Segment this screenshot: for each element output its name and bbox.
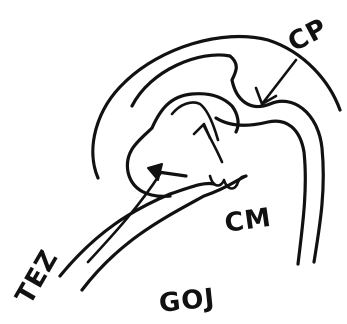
cp-arrow-shaft <box>262 60 296 104</box>
tez-label: TEZ <box>10 245 65 310</box>
right-tract <box>82 176 246 290</box>
goj-label: GOJ <box>158 283 217 319</box>
cm-arrow-head <box>194 124 210 138</box>
left-tract <box>60 183 214 276</box>
cm-label: CM <box>223 203 274 239</box>
bulb-contour <box>127 94 238 197</box>
cm-squiggle <box>210 176 246 189</box>
tez-arrow-tick <box>158 172 186 176</box>
inner-stalk <box>216 118 305 264</box>
